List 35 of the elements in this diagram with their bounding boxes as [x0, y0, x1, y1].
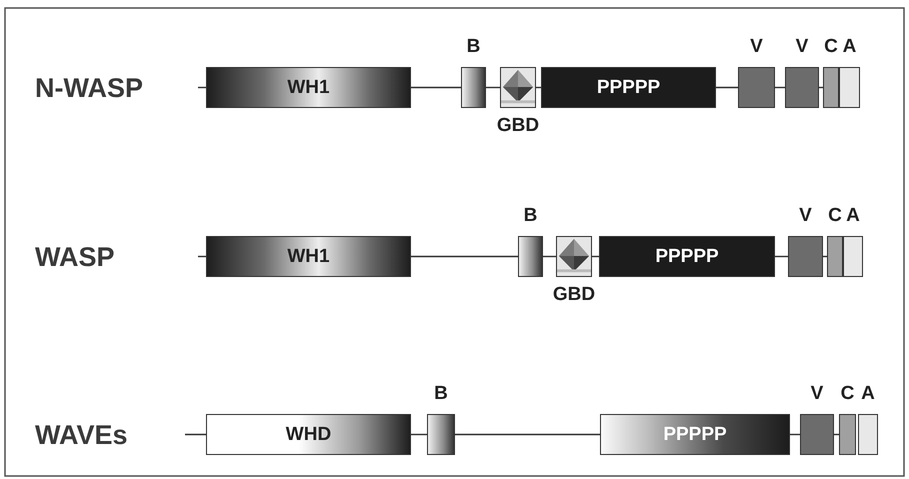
protein-name: WASP	[35, 244, 115, 271]
domain-label: C	[828, 206, 842, 225]
domain-label: A	[842, 37, 856, 56]
backbone-line	[716, 86, 738, 88]
domain-label: WH1	[286, 246, 331, 266]
backbone-line	[775, 86, 785, 88]
domain-label: V	[799, 206, 812, 225]
domain-label: V	[810, 384, 824, 403]
backbone-line	[411, 256, 518, 258]
backbone-line	[486, 86, 500, 88]
backbone-line	[455, 434, 600, 436]
domain-label: C	[824, 37, 838, 56]
domain-label: V	[750, 37, 763, 56]
domain-label: V	[796, 37, 808, 56]
domain-label: WHD	[284, 424, 332, 444]
domain-label: B	[524, 206, 538, 225]
backbone-line	[775, 256, 788, 258]
domain-label: WH1	[286, 78, 331, 96]
domain-label: B	[466, 37, 480, 56]
domain-label: A	[846, 206, 860, 225]
domain-label: B	[434, 384, 448, 403]
protein-name: N-WASP	[35, 75, 143, 102]
backbone-line	[411, 86, 461, 88]
backbone-line	[543, 256, 556, 258]
backbone-line	[185, 434, 206, 436]
domain-label: A	[861, 384, 875, 403]
protein-name: WAVEs	[35, 422, 128, 449]
backbone-line	[411, 434, 427, 436]
domain-label: PPPPP	[596, 78, 662, 96]
domain-label: C	[840, 384, 854, 403]
domain-label: PPPPP	[662, 424, 728, 444]
domain-label: GBD	[496, 116, 540, 135]
backbone-line	[790, 434, 800, 436]
domain-label: GBD	[552, 285, 596, 304]
domain-label: PPPPP	[654, 246, 720, 266]
